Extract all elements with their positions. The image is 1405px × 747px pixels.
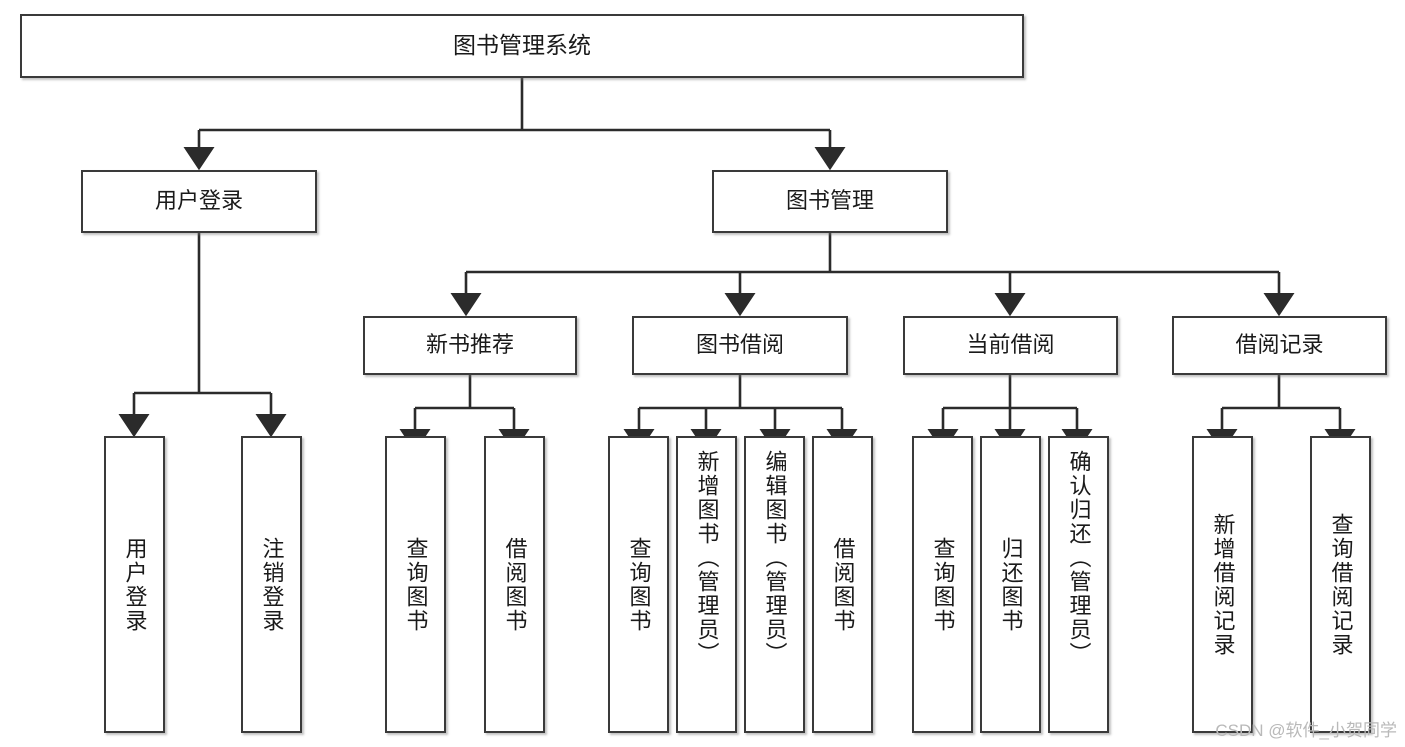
node-label: 编辑图书（管理员） (762, 450, 788, 666)
leaf-query-book-recommend[interactable]: 查询图书 (385, 436, 446, 733)
node-root-book-management-system[interactable]: 图书管理系统 (20, 14, 1024, 78)
node-label: 用户登录 (122, 536, 148, 633)
leaf-edit-book-admin[interactable]: 编辑图书（管理员） (744, 436, 805, 733)
node-current-borrow[interactable]: 当前借阅 (903, 316, 1118, 375)
node-user-login[interactable]: 用户登录 (81, 170, 317, 233)
leaf-return-book[interactable]: 归还图书 (980, 436, 1041, 733)
leaf-query-book-borrow[interactable]: 查询图书 (608, 436, 669, 733)
node-label: 新增图书（管理员） (694, 450, 720, 666)
node-label: 新增借阅记录 (1210, 512, 1236, 657)
node-label: 新书推荐 (425, 332, 514, 358)
leaf-borrow-book[interactable]: 借阅图书 (812, 436, 873, 733)
leaf-confirm-return-admin[interactable]: 确认归还（管理员） (1048, 436, 1109, 733)
node-label: 查询图书 (930, 536, 956, 633)
leaf-user-login[interactable]: 用户登录 (104, 436, 165, 733)
leaf-logout[interactable]: 注销登录 (241, 436, 302, 733)
node-label: 借阅图书 (830, 536, 856, 633)
leaf-add-book-admin[interactable]: 新增图书（管理员） (676, 436, 737, 733)
node-borrow-record[interactable]: 借阅记录 (1172, 316, 1387, 375)
node-label: 当前借阅 (966, 332, 1055, 358)
node-label: 查询图书 (626, 536, 652, 633)
node-label: 图书借阅 (695, 332, 784, 358)
node-label: 确认归还（管理员） (1066, 450, 1092, 666)
node-label: 归还图书 (998, 536, 1024, 633)
watermark: CSDN @软件_小贺同学 (1215, 721, 1397, 740)
node-label: 图书管理 (785, 188, 874, 214)
node-label: 借阅图书 (502, 536, 528, 633)
node-label: 注销登录 (259, 536, 285, 633)
leaf-add-borrow-record[interactable]: 新增借阅记录 (1192, 436, 1253, 733)
node-new-book-recommend[interactable]: 新书推荐 (363, 316, 577, 375)
node-book-management[interactable]: 图书管理 (712, 170, 948, 233)
node-label: 查询借阅记录 (1328, 512, 1354, 657)
leaf-query-book-current[interactable]: 查询图书 (912, 436, 973, 733)
leaf-query-borrow-record[interactable]: 查询借阅记录 (1310, 436, 1371, 733)
node-label: 借阅记录 (1235, 332, 1324, 358)
node-label: 图书管理系统 (453, 32, 591, 59)
node-label: 查询图书 (403, 536, 429, 633)
node-label: 用户登录 (154, 188, 243, 214)
leaf-borrow-book-recommend[interactable]: 借阅图书 (484, 436, 545, 733)
node-book-borrow[interactable]: 图书借阅 (632, 316, 848, 375)
